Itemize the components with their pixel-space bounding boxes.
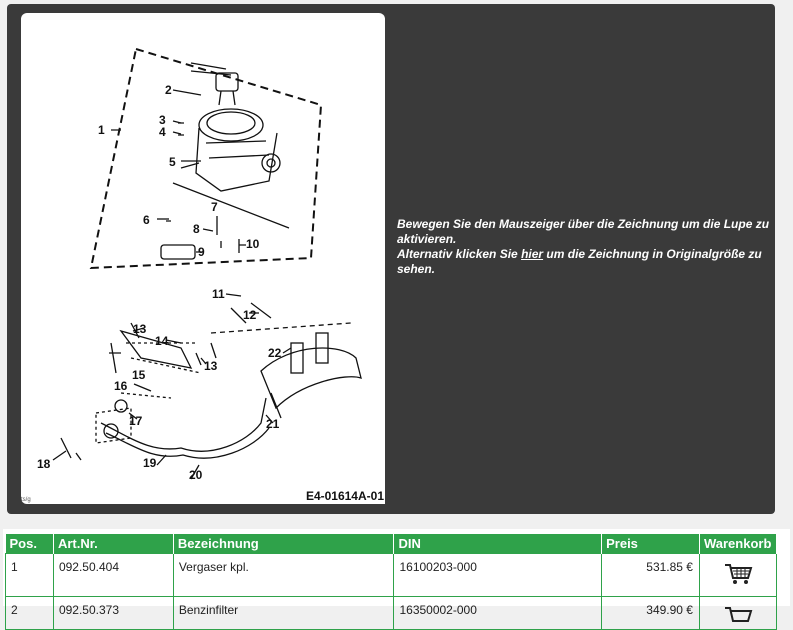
- svg-text:1: 1: [98, 123, 105, 137]
- svg-text:5: 5: [169, 155, 176, 169]
- add-to-cart-icon[interactable]: [723, 605, 753, 629]
- svg-text:14: 14: [155, 334, 169, 348]
- table-header-row: Pos. Art.Nr. Bezeichnung DIN Preis Waren…: [5, 534, 778, 554]
- column-header-preis: Preis: [601, 534, 700, 554]
- svg-text:17: 17: [129, 414, 143, 428]
- svg-text:13: 13: [204, 359, 218, 373]
- add-to-cart-icon[interactable]: [723, 562, 753, 586]
- hint-line-2: Alternativ klicken Sie hier um die Zeich…: [397, 247, 772, 277]
- svg-text:6: 6: [143, 213, 150, 227]
- svg-text:9: 9: [198, 245, 205, 259]
- hint-text: Alternativ klicken Sie: [397, 247, 522, 261]
- cell-din: 16350002-000: [393, 596, 603, 630]
- parts-table: Pos. Art.Nr. Bezeichnung DIN Preis Waren…: [5, 534, 778, 630]
- svg-text:3: 3: [159, 113, 166, 127]
- cell-pos: 1: [5, 553, 54, 597]
- column-header-din: DIN: [393, 534, 603, 554]
- cell-bezeichnung: Benzinfilter: [172, 596, 395, 630]
- svg-text:19: 19: [143, 456, 157, 470]
- cell-pos: 2: [5, 596, 54, 630]
- column-header-warenkorb: Warenkorb: [699, 534, 778, 554]
- cell-art-nr: 092.50.404: [52, 553, 174, 597]
- svg-text:10: 10: [246, 237, 260, 251]
- drawing-panel: 1 2 3 4 5 6 7 8 9 10 11 12 13 13 14 15 1…: [7, 4, 775, 514]
- svg-text:11: 11: [212, 287, 225, 301]
- svg-text:12: 12: [243, 308, 257, 322]
- drawing-mark: ts/g: [21, 497, 31, 503]
- cell-warenkorb: [698, 553, 778, 597]
- column-header-bezeichnung: Bezeichnung: [173, 534, 395, 554]
- hint-line-1: Bewegen Sie den Mauszeiger über die Zeic…: [397, 217, 770, 246]
- svg-text:4: 4: [159, 125, 166, 139]
- exploded-view-drawing[interactable]: 1 2 3 4 5 6 7 8 9 10 11 12 13 13 14 15 1…: [21, 13, 385, 504]
- cell-art-nr: 092.50.373: [52, 596, 174, 630]
- column-header-pos: Pos.: [5, 534, 54, 554]
- cell-preis: 349.90 €: [601, 596, 700, 630]
- cell-din: 16100203-000: [393, 553, 603, 597]
- svg-text:8: 8: [193, 222, 200, 236]
- svg-text:16: 16: [114, 379, 128, 393]
- svg-text:21: 21: [266, 417, 280, 431]
- svg-text:15: 15: [132, 368, 146, 382]
- original-size-link[interactable]: hier: [521, 247, 544, 261]
- svg-text:20: 20: [189, 468, 203, 482]
- diagram-code: E4-01614A-01: [302, 489, 385, 504]
- svg-text:13: 13: [133, 322, 147, 336]
- zoom-hint: Bewegen Sie den Mauszeiger über die Zeic…: [397, 217, 772, 277]
- svg-text:22: 22: [268, 346, 282, 360]
- svg-text:18: 18: [37, 457, 51, 471]
- svg-text:2: 2: [165, 83, 172, 97]
- cell-bezeichnung: Vergaser kpl.: [172, 553, 395, 597]
- hint-text: um die Zeichnung in Originalgröße zu seh…: [397, 247, 762, 276]
- parts-table-container: Pos. Art.Nr. Bezeichnung DIN Preis Waren…: [3, 529, 790, 630]
- parts-diagram: 1 2 3 4 5 6 7 8 9 10 11 12 13 13 14 15 1…: [37, 47, 362, 482]
- column-header-art-nr: Art.Nr.: [53, 534, 174, 554]
- table-row: 2 092.50.373 Benzinfilter 16350002-000 3…: [5, 596, 778, 630]
- cell-warenkorb: [698, 596, 778, 630]
- table-row: 1 092.50.404 Vergaser kpl. 16100203-000 …: [5, 553, 778, 597]
- cell-preis: 531.85 €: [601, 553, 700, 597]
- svg-text:7: 7: [211, 200, 218, 214]
